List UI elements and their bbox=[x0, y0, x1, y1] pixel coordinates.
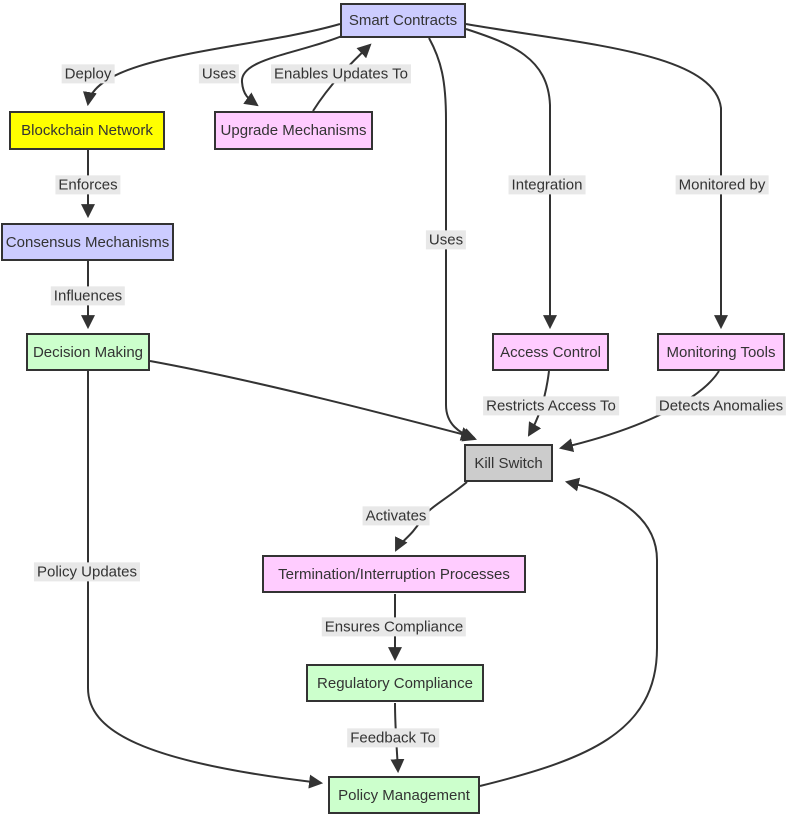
node-smart-contracts: Smart Contracts bbox=[340, 3, 466, 38]
edge-label-deploy: Deploy bbox=[61, 64, 115, 84]
node-regulatory-compliance: Regulatory Compliance bbox=[306, 664, 484, 702]
edge-label-uses: Uses bbox=[198, 64, 240, 84]
edge-label-restricts-access-to: Restricts Access To bbox=[483, 396, 619, 416]
node-decision-making: Decision Making bbox=[26, 333, 150, 371]
edge-label-monitored-by: Monitored by bbox=[675, 175, 769, 195]
edge-label-feedback-to: Feedback To bbox=[347, 728, 439, 748]
node-monitoring-tools: Monitoring Tools bbox=[657, 333, 785, 371]
edge-policy-management-to-kill-switch bbox=[479, 477, 658, 787]
edge-label-activates: Activates bbox=[362, 506, 430, 526]
node-termination-processes: Termination/Interruption Processes bbox=[262, 555, 526, 593]
edge-label-uses: Uses bbox=[425, 230, 467, 250]
edge-label-influences: Influences bbox=[50, 286, 126, 306]
node-blockchain-network: Blockchain Network bbox=[9, 111, 165, 150]
node-policy-management: Policy Management bbox=[328, 776, 480, 814]
edge-smart-contracts-to-monitoring-tools bbox=[465, 23, 728, 330]
node-consensus-mechanisms: Consensus Mechanisms bbox=[1, 223, 174, 261]
edge-decision-making-to-kill-switch bbox=[149, 360, 476, 441]
node-access-control: Access Control bbox=[492, 333, 609, 371]
edge-decision-making-to-policy-management bbox=[87, 371, 324, 789]
edge-smart-contracts-to-access-control bbox=[465, 28, 557, 330]
edge-label-policy-updates: Policy Updates bbox=[33, 562, 141, 582]
edge-label-enforces: Enforces bbox=[55, 175, 121, 195]
edge-label-detects-anomalies: Detects Anomalies bbox=[655, 396, 787, 416]
edge-label-integration: Integration bbox=[508, 175, 586, 195]
node-upgrade-mechanisms: Upgrade Mechanisms bbox=[214, 111, 373, 150]
edge-smart-contracts-to-upgrade-mechanisms bbox=[240, 33, 348, 107]
node-kill-switch: Kill Switch bbox=[464, 444, 553, 482]
edge-smart-contracts-to-kill-switch bbox=[428, 37, 477, 442]
edge-smart-contracts-to-blockchain-network bbox=[83, 23, 341, 107]
edge-label-ensures-compliance: Ensures Compliance bbox=[321, 617, 467, 637]
edge-label-enables-updates-to: Enables Updates To bbox=[271, 64, 411, 84]
